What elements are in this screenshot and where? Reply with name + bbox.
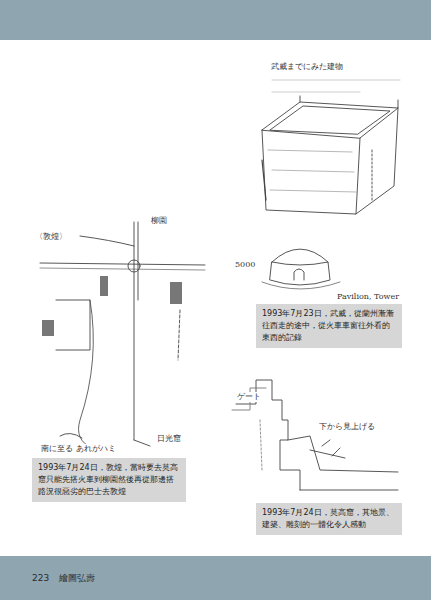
caption-box: 1993年7月24日，敦煌，當時要去莫高窟只能先搭火車到柳園然後再從那邊搭路況很… xyxy=(32,458,186,502)
handwritten-note: 日光窟 xyxy=(156,434,182,444)
header-band xyxy=(0,0,431,40)
caption-box: 1993年7月23日，武威，從蘭州漸漸往西走的途中，從火車車窗往外看的東西的記錄 xyxy=(256,304,402,348)
handwritten-note: 5000 xyxy=(234,260,256,270)
caption-text: 1993年7月24日，莫高窟，其地景、建築、雕刻的一體化令人感動 xyxy=(262,507,396,531)
page-number: 223 xyxy=(32,572,49,584)
handwritten-note: 南に至る あれがハミ xyxy=(40,444,117,454)
caption-box: 1993年7月24日，莫高窟，其地景、建築、雕刻的一體化令人感動 xyxy=(256,503,402,535)
handwritten-note: 武威までにみた建物 xyxy=(270,62,344,72)
handwritten-note: Pavilion, Tower xyxy=(336,292,400,302)
section-title: 繪圖弘壽 xyxy=(59,572,95,584)
footer-band: 223 繪圖弘壽 xyxy=(0,556,431,600)
handwritten-note: 下から見上げる xyxy=(318,422,376,432)
handwritten-note: ゲート xyxy=(236,392,262,402)
handwritten-note: 〈敦煌〉 xyxy=(34,232,68,242)
caption-text: 1993年7月23日，武威，從蘭州漸漸往西走的途中，從火車車窗往外看的東西的記錄 xyxy=(262,308,396,344)
caption-text: 1993年7月24日，敦煌，當時要去莫高窟只能先搭火車到柳園然後再從那邊搭路況很… xyxy=(38,462,180,498)
handwritten-note: 柳園 xyxy=(150,216,168,226)
